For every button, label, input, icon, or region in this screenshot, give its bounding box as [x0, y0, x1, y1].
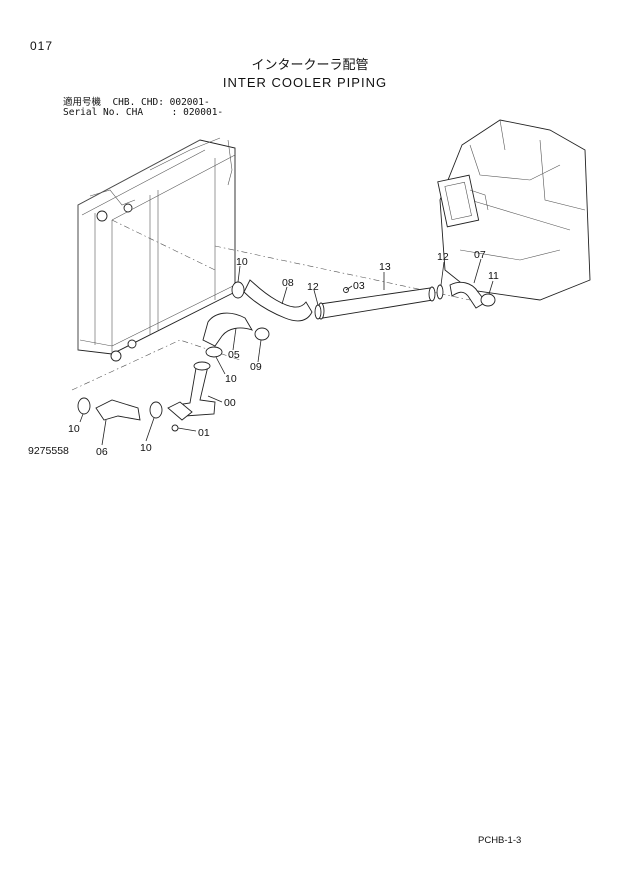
callout-01: 01 — [198, 427, 210, 439]
title-japanese: インタークーラ配管 — [251, 57, 369, 72]
footer-page-code: PCHB-1-3 — [478, 835, 522, 846]
callout-09: 09 — [250, 361, 262, 373]
callout-05: 05 — [228, 349, 240, 361]
callout-12-left: 12 — [307, 281, 319, 293]
callout-00: 00 — [224, 397, 236, 409]
callout-11: 11 — [488, 270, 499, 282]
callout-12-right: 12 — [437, 251, 449, 263]
callout-06: 06 — [96, 446, 108, 458]
page-number: 017 — [30, 39, 54, 53]
title-english: INTER COOLER PIPING — [222, 75, 388, 90]
callout-07: 07 — [474, 249, 486, 261]
callout-08: 08 — [282, 277, 294, 289]
callout-10-lower: 10 — [140, 442, 152, 454]
drawing-number: 9275558 — [28, 445, 69, 457]
callout-10-middle: 10 — [225, 373, 237, 385]
serial-applicability-line: 適用号機 CHB. CHD: 002001- — [63, 97, 210, 108]
callout-13: 13 — [379, 261, 391, 273]
callout-10-left: 10 — [68, 423, 80, 435]
serial-number-line: Serial No. CHA : 020001- — [63, 107, 224, 118]
engine-block — [437, 119, 591, 301]
callout-10-upper: 10 — [236, 256, 248, 268]
callout-03: 03 — [353, 280, 365, 292]
